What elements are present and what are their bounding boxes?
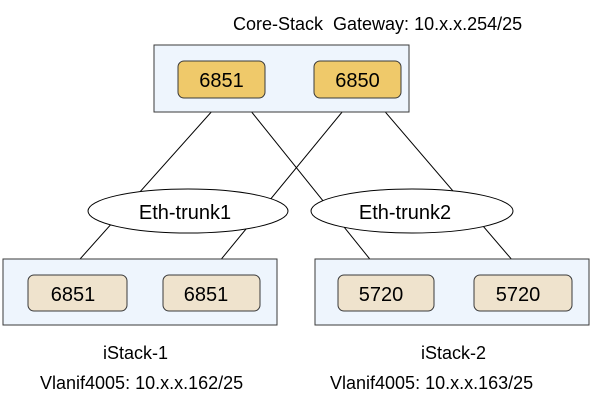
istack-1-switch-1: 6851	[27, 274, 128, 312]
istack-1-switch-2: 6851	[162, 274, 261, 312]
core-stack: Core-Stack Gateway: 10.x.x.254/25 6851 6…	[153, 14, 522, 113]
eth-trunk-1-label: Eth-trunk1	[139, 202, 231, 224]
link-core6851-istack2-sw1	[241, 99, 378, 269]
eth-trunk-1-ellipse	[87, 188, 289, 234]
eth-trunk-2: Eth-trunk2	[310, 188, 514, 234]
istack-1: 6851 6851 iStack-1 Vlanif4005: 10.x.x.16…	[2, 258, 278, 393]
istack-2-vlanif: Vlanif4005: 10.x.x.163/25	[330, 373, 533, 393]
istack-2-switch-2: 5720	[473, 274, 573, 312]
istack-2: 5720 5720 iStack-2 Vlanif4005: 10.x.x.16…	[314, 258, 590, 393]
istack-2-switch-1-label: 5720	[359, 284, 404, 306]
istack-1-switch-1-label: 6851	[51, 284, 96, 306]
core-stack-caption: Core-Stack Gateway: 10.x.x.254/25	[233, 14, 522, 34]
link-core6850-istack2-sw2	[374, 99, 520, 269]
eth-trunk-1: Eth-trunk1	[87, 188, 289, 234]
core-switch-2: 6850	[313, 60, 402, 99]
core-switch-2-label: 6850	[335, 70, 380, 92]
link-core6850-istack1-sw2	[213, 99, 353, 269]
istack-2-name: iStack-2	[421, 343, 486, 363]
eth-trunk-2-ellipse	[310, 188, 514, 234]
core-switch-1: 6851	[177, 60, 266, 99]
links	[71, 99, 520, 269]
eth-trunk-2-label: Eth-trunk2	[359, 202, 451, 224]
istack-1-vlanif: Vlanif4005: 10.x.x.162/25	[40, 373, 243, 393]
link-core6851-istack1-sw1	[71, 99, 223, 269]
istack-2-switch-2-label: 5720	[496, 284, 541, 306]
istack-1-switch-2-label: 6851	[184, 284, 229, 306]
istack-1-name: iStack-1	[103, 343, 168, 363]
core-switch-1-label: 6851	[199, 70, 244, 92]
istack-2-switch-1: 5720	[337, 274, 435, 312]
